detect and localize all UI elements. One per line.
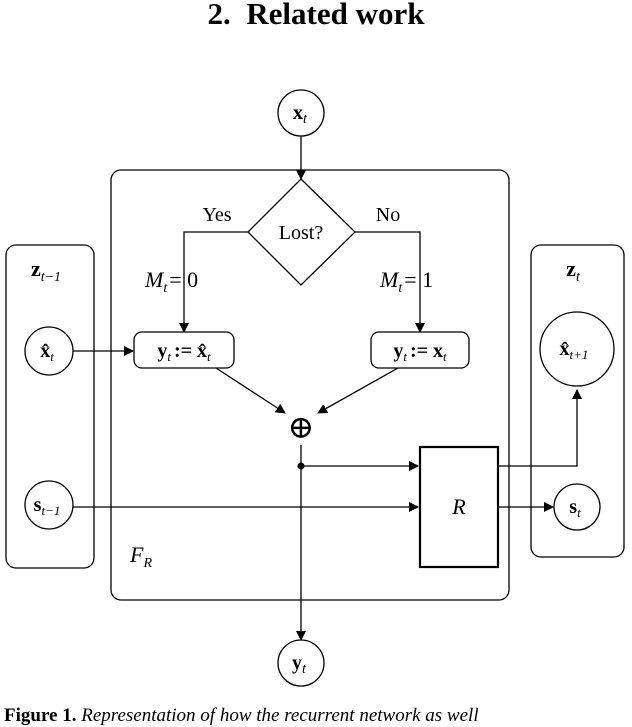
- assign-left-label: yt:= x̂t: [157, 340, 211, 364]
- rnn-block: [418, 445, 500, 569]
- mask-right-label: Mt= 1: [379, 267, 433, 296]
- right-panel: [530, 244, 625, 558]
- arrow-rnn-prediction: [498, 389, 582, 467]
- figure-caption: Figure 1. Representation of how the recu…: [4, 705, 479, 727]
- right-node-a: [539, 311, 615, 387]
- left-node-b: [24, 480, 74, 530]
- right-panel-title: zt: [566, 256, 581, 285]
- decision-diamond: [247, 178, 356, 286]
- assign-left-box: [133, 331, 235, 369]
- left-node-a-label: x̂t: [40, 340, 54, 364]
- combine-symbol: ⊕: [288, 409, 315, 445]
- arrow-assign-right-combine: [317, 367, 399, 414]
- branch-yes-line: [179, 231, 248, 333]
- right-node-b-label: st: [569, 496, 581, 520]
- assign-right-box: [370, 331, 470, 369]
- section-heading: 2. Related work: [0, 0, 632, 32]
- left-panel: [5, 244, 95, 569]
- arrow-assign-left-combine: [215, 367, 286, 414]
- right-node-b: [553, 483, 601, 531]
- branch-no-line: [355, 231, 425, 333]
- section-title: Related work: [246, 0, 425, 31]
- section-number: 2.: [207, 0, 231, 31]
- output-node-label: yt: [292, 652, 307, 677]
- output-node: [277, 639, 325, 687]
- function-label: FR: [129, 542, 152, 571]
- branch-yes-label: Yes: [202, 204, 231, 226]
- left-node-b-label: st−1: [34, 494, 61, 518]
- caption-text: Representation of how the recurrent netw…: [81, 705, 479, 726]
- mask-left-label: Mt= 0: [144, 267, 198, 296]
- function-box: [110, 169, 510, 601]
- branch-no-label: No: [376, 204, 400, 226]
- decision-label: Lost?: [279, 222, 324, 244]
- assign-right-label: yt:= xt: [393, 340, 447, 364]
- caption-label: Figure 1.: [4, 705, 77, 726]
- left-panel-title: zt−1: [31, 256, 61, 285]
- input-node-label: xt: [293, 102, 308, 127]
- rnn-block-label: R: [451, 494, 466, 519]
- right-node-a-label: x̂t+1: [560, 338, 589, 362]
